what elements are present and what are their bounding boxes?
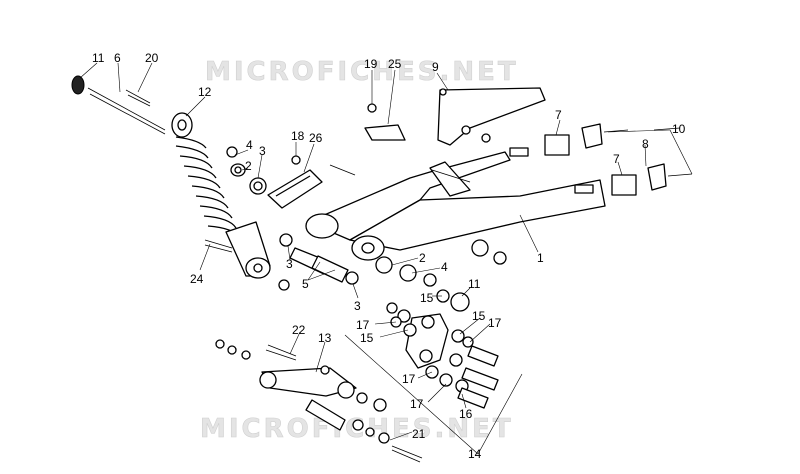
callout-20: 20 xyxy=(145,51,159,65)
callout-3: 3 xyxy=(286,257,293,271)
callout-12: 12 xyxy=(198,85,212,99)
callout-7: 7 xyxy=(555,108,562,122)
callout-5: 5 xyxy=(302,277,309,291)
group-bracket xyxy=(344,334,523,455)
callout-6: 6 xyxy=(114,51,121,65)
callout-9: 9 xyxy=(432,60,439,74)
callout-18: 18 xyxy=(291,129,305,143)
callout-15: 15 xyxy=(472,309,486,323)
callout-19: 19 xyxy=(364,57,378,71)
watermark-top: MICROFICHES.NET xyxy=(205,57,519,87)
chain-adjusters xyxy=(544,123,693,196)
pivot-bushings xyxy=(279,233,507,312)
callout-25: 25 xyxy=(388,57,402,71)
shock-absorber xyxy=(71,75,290,291)
callout-24: 24 xyxy=(190,272,204,286)
callout-17: 17 xyxy=(356,318,370,332)
callout-2: 2 xyxy=(245,159,252,173)
callout-17: 17 xyxy=(410,397,424,411)
callout-2: 2 xyxy=(419,251,426,265)
callout-15: 15 xyxy=(360,331,374,345)
leader-lines xyxy=(79,62,693,441)
callout-26: 26 xyxy=(309,131,323,145)
bushings-upper xyxy=(226,146,267,195)
chain-guard xyxy=(437,87,546,146)
callout-11: 11 xyxy=(92,51,105,65)
lower-link xyxy=(215,339,423,463)
chain-slider xyxy=(267,155,356,209)
callout-3: 3 xyxy=(354,299,361,313)
callout-8: 8 xyxy=(642,137,649,151)
callout-3: 3 xyxy=(259,144,266,158)
callout-15: 15 xyxy=(420,291,434,305)
callout-14: 14 xyxy=(468,447,482,461)
swingarm xyxy=(305,147,606,261)
callout-21: 21 xyxy=(412,427,426,441)
callout-16: 16 xyxy=(459,407,473,421)
callout-10: 10 xyxy=(672,122,686,136)
callout-4: 4 xyxy=(246,138,253,152)
callout-17: 17 xyxy=(402,372,416,386)
callout-labels: 11 6 20 12 4 2 3 18 26 19 25 9 7 10 8 7 … xyxy=(92,51,686,461)
callout-4: 4 xyxy=(441,260,448,274)
callout-22: 22 xyxy=(292,323,306,337)
callout-1: 1 xyxy=(537,251,544,265)
bracket xyxy=(364,103,406,141)
callout-7: 7 xyxy=(613,152,620,166)
callout-17: 17 xyxy=(488,316,502,330)
callout-11: 11 xyxy=(468,277,481,291)
callout-13: 13 xyxy=(318,331,332,345)
